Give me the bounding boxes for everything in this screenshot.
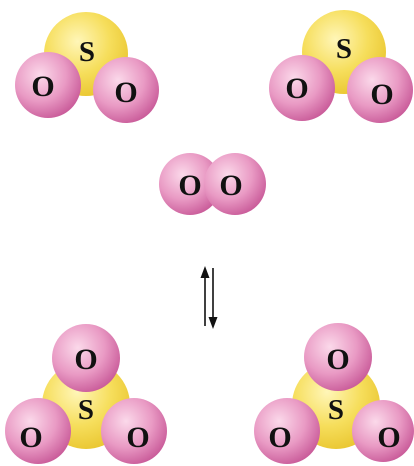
so3-molecule-right: O S O O xyxy=(254,323,414,464)
so2-molecule-left: S O O xyxy=(15,12,159,123)
sulfur-label: S xyxy=(328,394,344,426)
oxygen-atom xyxy=(159,153,221,215)
oxygen-label: O xyxy=(19,421,42,454)
oxygen-atom xyxy=(204,153,266,215)
oxygen-atom xyxy=(304,323,372,391)
o2-molecule: O O xyxy=(159,153,266,215)
oxygen-label: O xyxy=(219,169,242,202)
oxygen-label: O xyxy=(74,343,97,376)
oxygen-label: O xyxy=(370,78,393,111)
oxygen-atom xyxy=(15,52,81,118)
so3-molecule-left: O S O O xyxy=(5,324,167,464)
oxygen-label: O xyxy=(326,343,349,376)
oxygen-atom xyxy=(347,57,413,123)
sulfur-label: S xyxy=(78,394,94,426)
oxygen-atom xyxy=(101,398,167,464)
oxygen-atom xyxy=(52,324,120,392)
oxygen-label: O xyxy=(285,72,308,105)
sulfur-label: S xyxy=(79,36,95,68)
equilibrium-arrows-icon xyxy=(200,266,218,329)
oxygen-atom xyxy=(93,57,159,123)
oxygen-atom xyxy=(269,55,335,121)
oxygen-atom xyxy=(5,398,71,464)
oxygen-atom xyxy=(352,400,414,462)
oxygen-label: O xyxy=(31,70,54,103)
oxygen-label: O xyxy=(178,169,201,202)
oxygen-atom xyxy=(254,398,320,464)
oxygen-label: O xyxy=(377,421,400,454)
so2-molecule-right: S O O xyxy=(269,10,413,123)
oxygen-label: O xyxy=(114,76,137,109)
oxygen-label: O xyxy=(268,421,291,454)
sulfur-label: S xyxy=(336,33,352,65)
oxygen-label: O xyxy=(126,421,149,454)
